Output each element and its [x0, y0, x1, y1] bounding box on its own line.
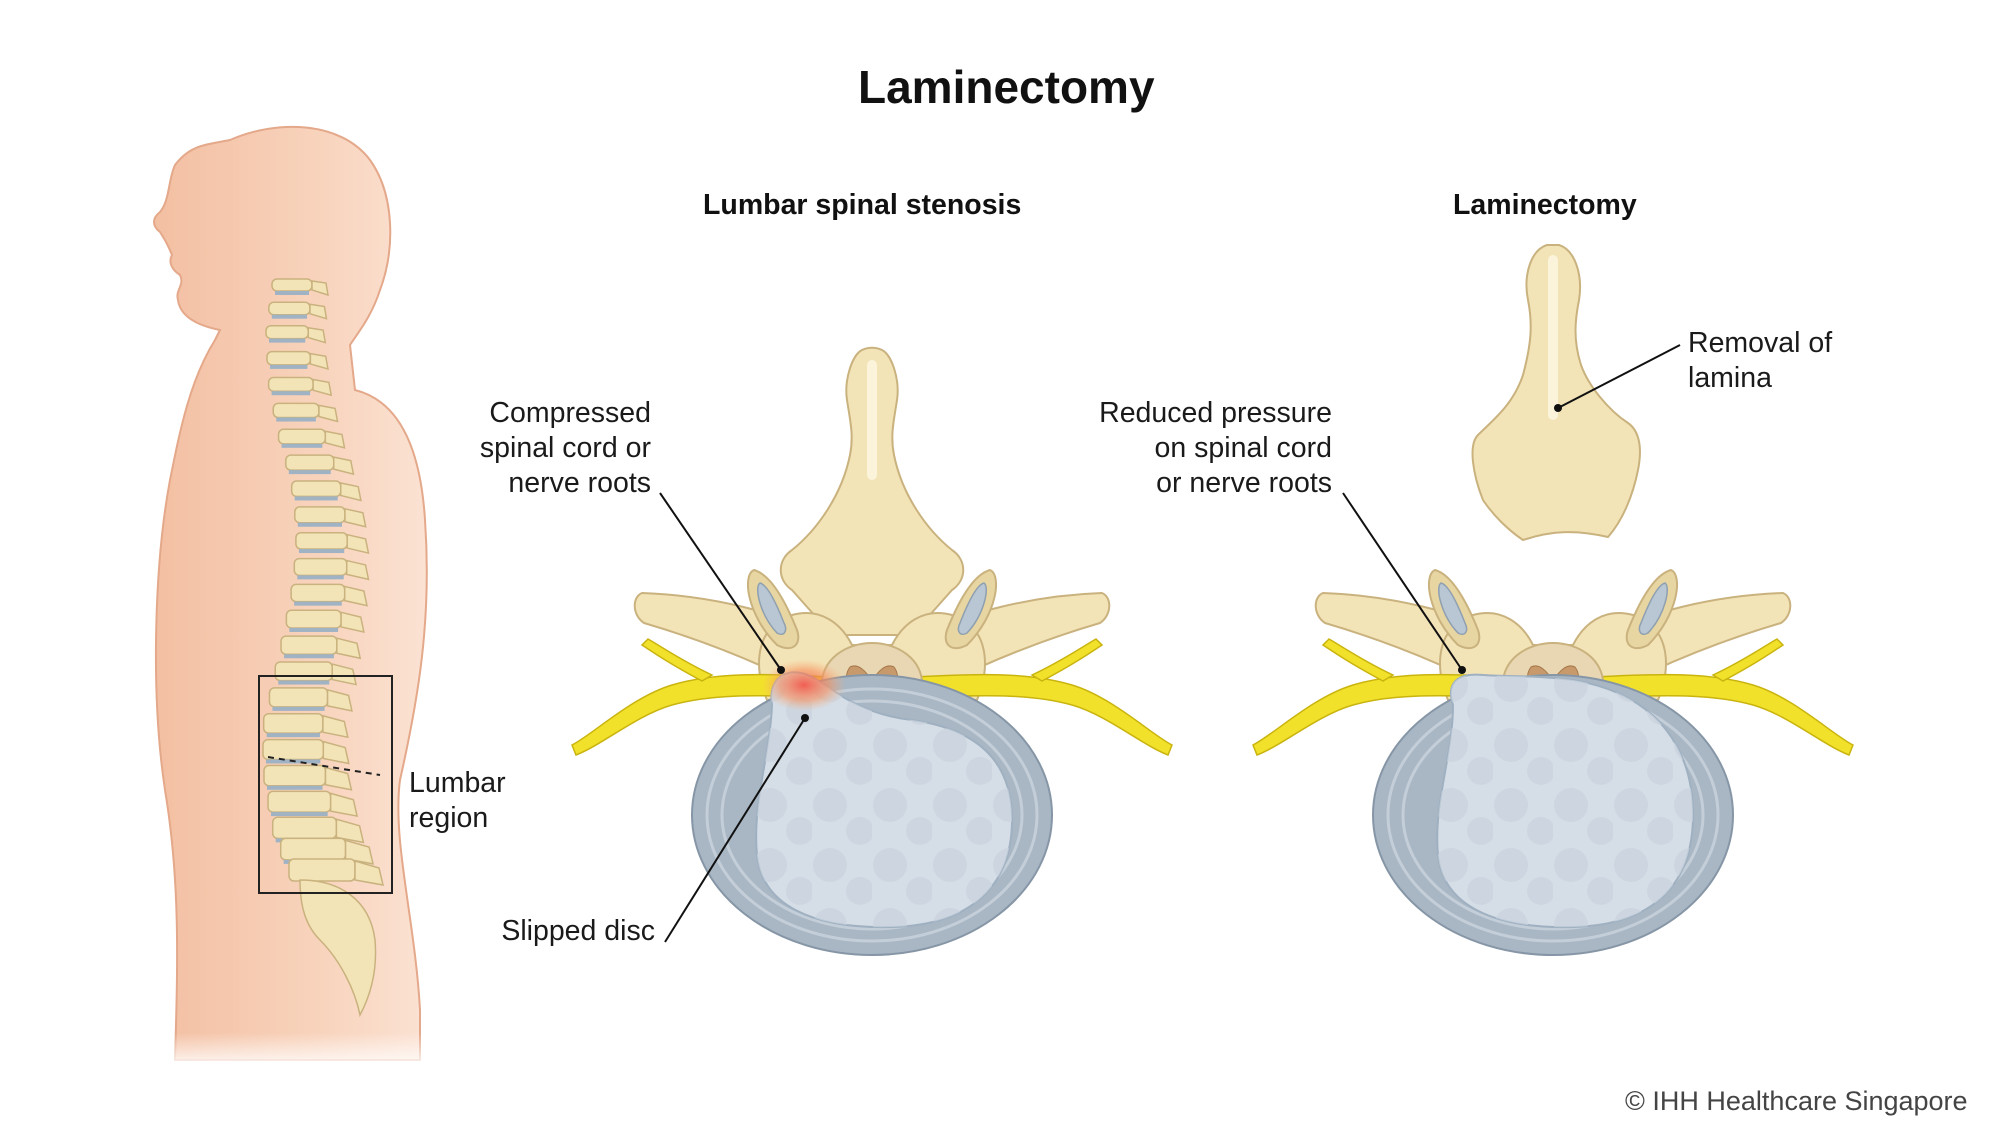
vertebra-body: [272, 402, 320, 419]
spinous-process: [322, 714, 349, 739]
removal-of-lamina-label: Removal of lamina: [1688, 326, 1832, 396]
reduced-line-2: on spinal cord: [1154, 432, 1332, 464]
intervertebral-disc: [275, 291, 309, 295]
removal-line-2: lamina: [1688, 362, 1772, 394]
intervertebral-disc: [266, 733, 320, 738]
intervertebral-disc: [294, 601, 342, 606]
intervertebral-disc: [272, 706, 325, 711]
spinous-process: [343, 585, 368, 607]
intervertebral-disc: [297, 522, 342, 527]
spinous-process: [329, 792, 359, 818]
reduced-pressure-label: Reduced pressure on spinal cord or nerve…: [1060, 396, 1332, 501]
intervertebral-disc: [281, 443, 323, 448]
intervertebral-disc: [270, 364, 308, 369]
spinous-process: [311, 280, 329, 297]
vertebral-column: [262, 278, 384, 1018]
figure-title: Laminectomy: [858, 61, 1155, 113]
intervertebral-disc: [284, 654, 334, 659]
intervertebral-disc: [294, 496, 338, 501]
vertebra-body: [280, 635, 338, 656]
vertebra-body: [279, 837, 347, 861]
slipped-disc-label: Slipped disc: [501, 915, 655, 947]
vertebra-body: [262, 713, 324, 734]
intervertebral-disc: [298, 549, 345, 554]
sacrum: [299, 879, 377, 1018]
intervertebral-disc: [269, 338, 306, 343]
spinous-process: [335, 818, 365, 844]
intervertebral-disc: [267, 785, 323, 790]
spinous-process: [346, 533, 370, 555]
compressed-line-1: Compressed: [489, 397, 651, 429]
spinous-process: [332, 456, 355, 476]
vertebra-body: [294, 506, 346, 524]
vertebra-body: [271, 278, 313, 292]
spinous-process: [322, 740, 350, 765]
spinous-process: [344, 839, 375, 865]
spinous-process: [312, 378, 333, 397]
spinous-process: [339, 482, 362, 502]
spinous-process: [309, 303, 328, 320]
vertebra-body: [290, 583, 346, 603]
removal-line-1: Removal of: [1688, 327, 1833, 359]
spinous-process: [344, 507, 367, 528]
leader-lines: [659, 344, 1681, 943]
intervertebral-disc: [271, 391, 311, 396]
spinous-process: [309, 352, 329, 370]
spinous-process: [354, 860, 384, 886]
spinous-process: [326, 688, 353, 712]
vertebra-body: [262, 738, 325, 761]
lumbar-dashed-line: [267, 756, 381, 776]
spinous-process: [324, 766, 353, 791]
vertebra-body: [265, 324, 310, 340]
spinous-process: [318, 404, 339, 423]
vertebra-body: [274, 661, 333, 682]
stenosis-panel-heading: Lumbar spinal stenosis: [703, 189, 1022, 221]
compressed-cord-label: Compressed spinal cord or nerve roots: [420, 396, 651, 501]
vertebra-body: [293, 557, 348, 577]
vertebra-body: [267, 376, 314, 392]
vertebra-body: [266, 350, 312, 366]
spinous-process: [345, 559, 370, 581]
spinous-process: [331, 663, 358, 686]
vertebra-body: [268, 687, 329, 708]
lumbar-region-line-1: Lumbar: [409, 767, 506, 799]
stenosis-vertebra: [570, 346, 1174, 957]
laminectomy-panel-heading: Laminectomy: [1453, 189, 1637, 221]
lumbar-region-line-2: region: [409, 802, 489, 834]
vertebra-body: [277, 428, 327, 445]
intervertebral-disc: [271, 314, 307, 319]
vertebra-body: [271, 816, 338, 840]
reduced-line-1: Reduced pressure: [1099, 397, 1332, 429]
laminectomy-vertebra: [1251, 568, 1855, 957]
removed-lamina: [1471, 244, 1641, 542]
compressed-line-2: spinal cord or: [479, 432, 651, 464]
intervertebral-disc: [271, 812, 328, 817]
reduced-line-3: or nerve roots: [1156, 467, 1332, 499]
intervertebral-disc: [278, 680, 330, 685]
intervertebral-disc: [276, 417, 316, 422]
vertebra-body: [290, 480, 342, 498]
compressed-line-3: nerve roots: [508, 467, 651, 499]
lumbar-region-box: [258, 675, 393, 894]
spinous-process: [340, 611, 365, 633]
intervertebral-disc: [297, 575, 344, 580]
vertebra-body: [295, 531, 348, 550]
spinous-process: [324, 430, 346, 449]
spinous-process: [336, 637, 362, 660]
lumbar-region-label: Lumbar region: [409, 766, 506, 836]
spinous-process: [307, 326, 327, 344]
vertebra-body: [288, 858, 356, 882]
copyright-notice: © IHH Healthcare Singapore: [1625, 1086, 1968, 1116]
intervertebral-disc: [288, 470, 331, 475]
compression-highlight: [762, 659, 846, 711]
vertebra-body: [268, 301, 311, 316]
vertebra-body: [285, 609, 342, 629]
vertebra-body: [285, 454, 335, 471]
intervertebral-disc: [289, 627, 339, 632]
vertebra-body: [267, 790, 332, 813]
vertebra-body: [263, 764, 327, 787]
